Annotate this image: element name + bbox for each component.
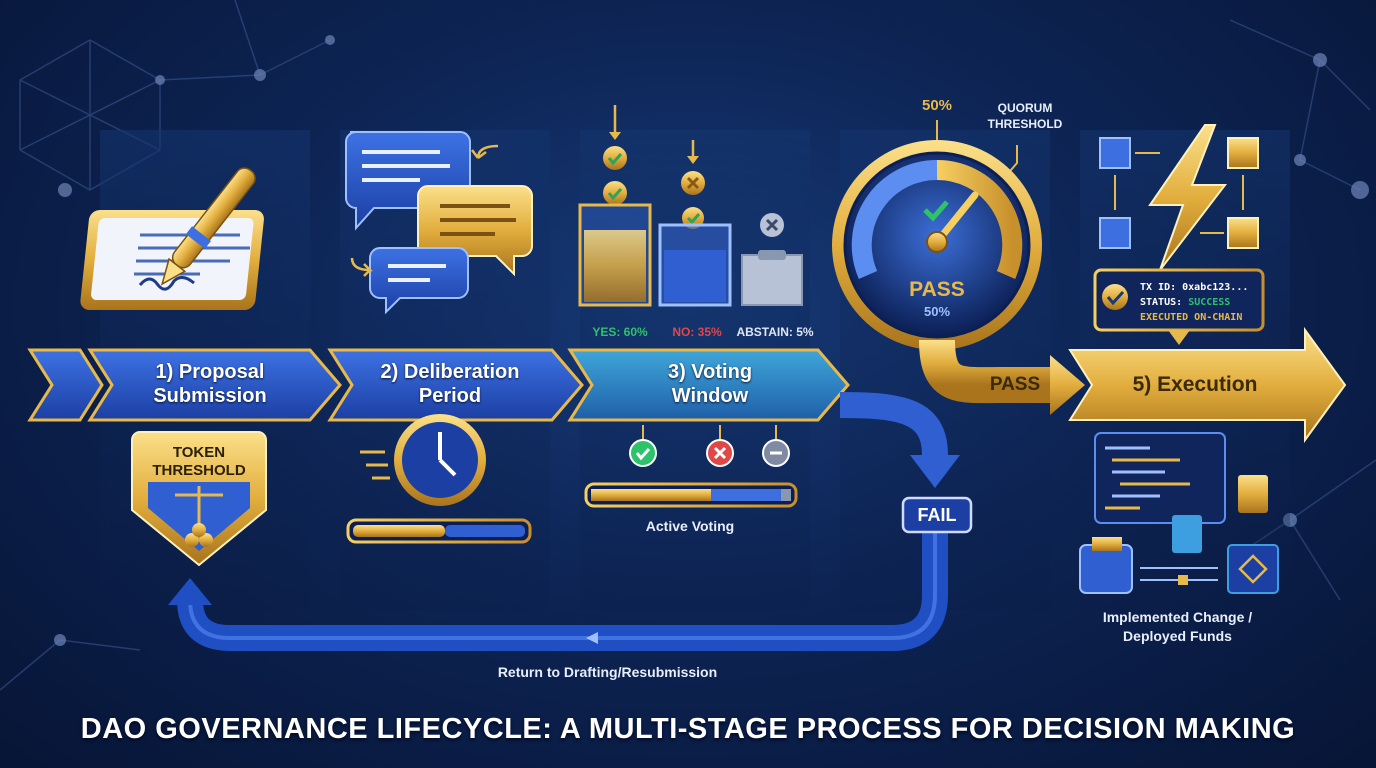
lightning-icon — [1099, 124, 1259, 271]
implemented-change-icon — [1079, 432, 1279, 594]
tx-status-box — [1093, 268, 1265, 345]
fail-badge-shape — [901, 496, 973, 534]
implemented-label: Implemented Change /Deployed Funds — [1102, 609, 1253, 644]
process-arrows — [27, 326, 1347, 444]
deliberation-progress-bar — [346, 518, 532, 544]
bar-abstain-segment — [781, 489, 791, 501]
token-threshold-shield — [131, 431, 267, 567]
pen-tablet-icon — [80, 167, 264, 310]
tx-status: STATUS: SUCCESS — [1140, 297, 1231, 308]
tx-executed: EXECUTED ON-CHAIN — [1140, 312, 1243, 323]
vote-abstain-label: ABSTAIN: 5% — [736, 325, 814, 339]
quorum-percent-top: 50% — [921, 97, 953, 114]
active-voting-label: Active Voting — [645, 518, 735, 534]
bar-yes-segment — [591, 489, 711, 501]
network-nodes — [54, 35, 1369, 646]
vote-markers — [629, 425, 790, 467]
fail-outcome-label: FAIL — [917, 505, 957, 525]
active-voting-bar — [584, 482, 798, 508]
tx-details: TX ID: 0xabc123... STATUS: SUCCESS EXECU… — [1140, 280, 1262, 325]
vote-no-label: NO: 35% — [672, 325, 722, 339]
vote-yes-label: YES: 60% — [592, 325, 648, 339]
quorum-gauge — [832, 120, 1042, 350]
page-title: DAO GOVERNANCE LIFECYCLE: A MULTI-STAGE … — [80, 713, 1296, 745]
stage-5-label: 5) Execution — [1132, 373, 1258, 396]
gauge-percent-label: 50% — [923, 304, 951, 319]
bar-no-segment — [711, 489, 781, 501]
return-label: Return to Drafting/Resubmission — [497, 664, 718, 680]
pass-outcome-label: PASS — [989, 374, 1041, 395]
fail-path — [168, 392, 960, 651]
gauge-pass-label: PASS — [909, 278, 965, 301]
tx-id: TX ID: 0xabc123... — [1140, 282, 1249, 293]
chat-bubbles-icon — [345, 131, 533, 315]
clock-icon — [360, 414, 486, 506]
ballot-box-icon — [578, 105, 803, 307]
